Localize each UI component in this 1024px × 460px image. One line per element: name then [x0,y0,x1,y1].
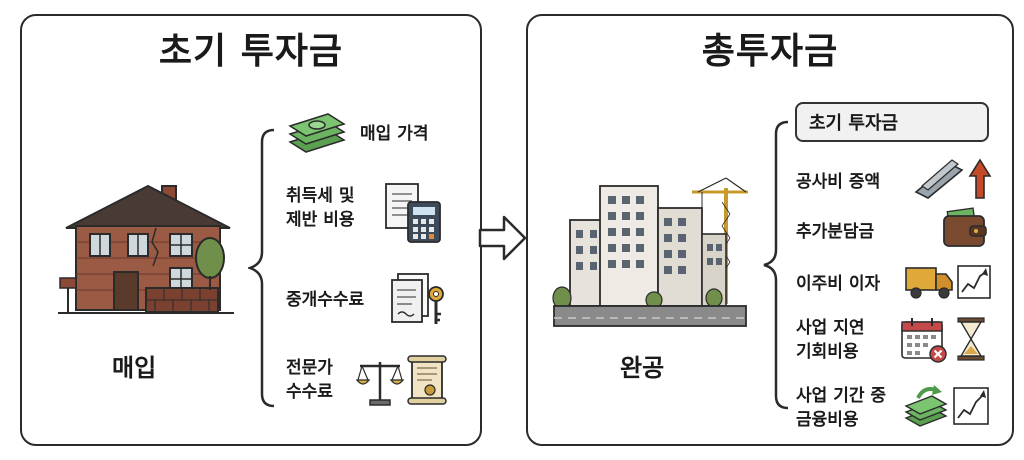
steel-beam-up-arrow-icon [912,156,992,200]
house-illustration [58,180,238,320]
left-bracket [248,128,278,408]
additional-contribution-label: 추가분담금 [796,222,875,242]
construction-cost-increase-label: 공사비 증액 [796,172,881,192]
document-calculator-icon [384,182,444,244]
completion-caption: 완공 [620,354,665,382]
initial-investment-box-label: 초기 투자금 [809,113,899,134]
brokerage-fee-label: 중개수수료 [286,290,365,310]
arrow-right-icon [478,214,528,262]
calendar-hourglass-icon [900,316,992,364]
financing-cost-label: 사업 기간 중 금융비용 [796,386,887,430]
wallet-icon [942,206,988,248]
purchase-price-label: 매입 가격 [360,124,429,144]
relocation-interest-label: 이주비 이자 [796,274,881,294]
initial-investment-title: 초기 투자금 [158,31,344,72]
right-bracket [762,120,792,410]
scales-scroll-icon [356,354,448,408]
money-chart-icon [904,384,992,430]
expert-fee-label: 전문가 수수료 [286,358,333,402]
truck-chart-icon [904,262,992,302]
completed-buildings-illustration [552,172,748,330]
total-investment-title: 총투자금 [701,31,839,72]
money-stack-icon [286,112,348,158]
delay-opportunity-cost-label: 사업 지연 기회비용 [796,318,865,362]
initial-investment-box: 초기 투자금 [795,102,989,142]
purchase-caption: 매입 [112,354,157,382]
document-key-icon [390,272,448,328]
acquisition-tax-label: 취득세 및 제반 비용 [286,186,355,230]
